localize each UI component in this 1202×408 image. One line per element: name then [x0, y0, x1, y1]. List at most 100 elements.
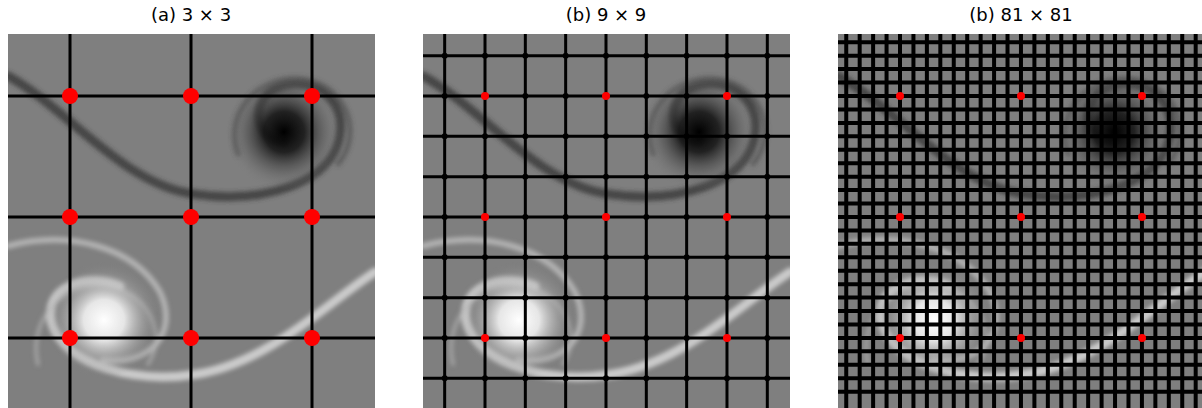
- grid-node: [764, 93, 770, 99]
- grid-node: [522, 93, 528, 99]
- grid-line: [838, 255, 1202, 259]
- grid-node: [764, 133, 770, 139]
- grid-node: [522, 214, 528, 220]
- grid-line: [645, 34, 648, 408]
- grid-node: [724, 295, 730, 301]
- grid-node: [482, 254, 488, 260]
- grid-node: [563, 375, 569, 381]
- grid-line: [838, 228, 1202, 232]
- grid-node: [482, 295, 488, 301]
- sample-point: [896, 92, 904, 100]
- grid-node: [482, 375, 488, 381]
- grid-line: [766, 34, 769, 408]
- grid-node: [522, 53, 528, 59]
- grid-node: [563, 93, 569, 99]
- grid-node: [442, 53, 448, 59]
- grid-node: [522, 335, 528, 341]
- grid-node: [482, 133, 488, 139]
- grid-node: [482, 174, 488, 180]
- grid-node: [643, 375, 649, 381]
- grid-node: [764, 295, 770, 301]
- sample-point: [602, 213, 610, 221]
- grid-node: [643, 254, 649, 260]
- sample-point: [1017, 213, 1025, 221]
- grid-node: [684, 254, 690, 260]
- sample-point: [304, 88, 320, 104]
- grid-node: [563, 214, 569, 220]
- grid-node: [724, 254, 730, 260]
- sample-point: [896, 213, 904, 221]
- grid-node: [442, 174, 448, 180]
- grid-node: [643, 174, 649, 180]
- grid-node: [764, 335, 770, 341]
- sample-point: [183, 88, 199, 104]
- grid-node: [563, 295, 569, 301]
- grid-node: [563, 254, 569, 260]
- sample-point: [183, 209, 199, 225]
- grid-node: [643, 335, 649, 341]
- panel-title: (b) 9 × 9: [563, 4, 650, 25]
- sample-point: [62, 88, 78, 104]
- sample-point: [723, 334, 731, 342]
- grid-node: [522, 295, 528, 301]
- grid-line: [838, 363, 1202, 367]
- grid-node: [603, 53, 609, 59]
- grid-line: [604, 34, 607, 408]
- sample-point: [62, 209, 78, 225]
- grid-node: [442, 335, 448, 341]
- grid-node: [482, 53, 488, 59]
- grid-node: [563, 174, 569, 180]
- grid-line: [838, 376, 1202, 380]
- grid-node: [643, 214, 649, 220]
- sample-point: [1138, 92, 1146, 100]
- grid-line: [685, 34, 688, 408]
- grid-node: [684, 295, 690, 301]
- sample-point: [62, 330, 78, 346]
- grid-line: [838, 349, 1202, 353]
- sample-point: [723, 92, 731, 100]
- sample-point: [723, 213, 731, 221]
- grid-node: [724, 375, 730, 381]
- grid-node: [684, 335, 690, 341]
- grid-line: [838, 296, 1202, 300]
- sample-point: [896, 334, 904, 342]
- sample-point: [481, 334, 489, 342]
- grid-node: [724, 174, 730, 180]
- sample-point: [183, 330, 199, 346]
- grid-line: [1180, 34, 1184, 408]
- grid-line: [838, 390, 1202, 394]
- grid-node: [603, 295, 609, 301]
- grid-node: [603, 254, 609, 260]
- grid-node: [603, 133, 609, 139]
- grid-node: [442, 93, 448, 99]
- grid-node: [522, 133, 528, 139]
- grid-line: [838, 322, 1202, 326]
- panel-title: (a) 3 × 3: [148, 4, 234, 25]
- grid-node: [684, 93, 690, 99]
- grid-line: [838, 269, 1202, 273]
- grid-line: [564, 34, 567, 408]
- grid-line: [443, 34, 446, 408]
- grid-node: [724, 133, 730, 139]
- grid-node: [764, 174, 770, 180]
- panel-title: (b) 81 × 81: [966, 4, 1076, 25]
- grid-line: [838, 282, 1202, 286]
- sample-point: [304, 330, 320, 346]
- grid-node: [684, 174, 690, 180]
- sample-point: [1138, 213, 1146, 221]
- sample-point: [1138, 334, 1146, 342]
- grid-line: [725, 34, 728, 408]
- grid-node: [684, 133, 690, 139]
- grid-node: [442, 295, 448, 301]
- grid-line: [524, 34, 527, 408]
- grid-node: [442, 214, 448, 220]
- grid-node: [603, 375, 609, 381]
- grid-node: [643, 133, 649, 139]
- sample-point: [1017, 92, 1025, 100]
- grid-node: [724, 53, 730, 59]
- grid-node: [522, 375, 528, 381]
- grid-node: [563, 335, 569, 341]
- grid-node: [563, 133, 569, 139]
